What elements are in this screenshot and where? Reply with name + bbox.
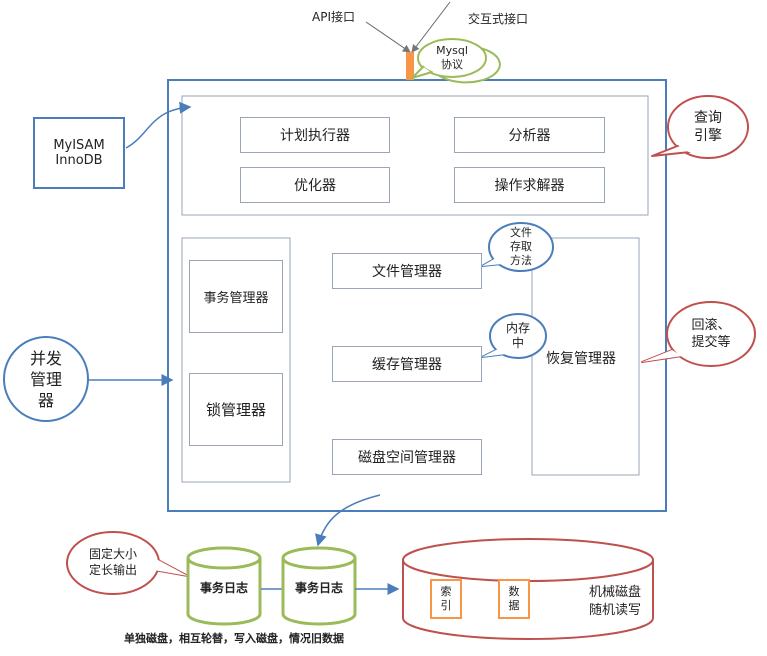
interactive-line xyxy=(411,1,451,53)
data-box xyxy=(498,579,530,619)
index-box xyxy=(430,579,462,619)
query-engine-panel xyxy=(181,95,649,216)
rollback-bubble-text: 回滚、 提交等 xyxy=(691,318,731,350)
transaction-log-cylinder-2 xyxy=(281,546,357,626)
query-engine-bubble-text: 查询 引擎 xyxy=(694,110,722,144)
disk-label: 机械磁盘 随机读写 xyxy=(588,585,641,618)
memory-bubble-text: 内存 中 xyxy=(505,321,530,350)
storage-engines-text: MyISAM InnoDB xyxy=(53,138,105,168)
file-access-bubble xyxy=(488,222,554,272)
protocol-bubble-text: Mysql 协议 xyxy=(436,44,468,71)
planner-box: 计划执行器 xyxy=(240,117,390,153)
concurrency-circle xyxy=(3,336,89,422)
recovery-manager-label: 恢复管理器 xyxy=(546,351,616,367)
storage-engines-box: MyISAM InnoDB xyxy=(33,117,125,189)
tx-manager-box: 事务管理器 xyxy=(189,260,283,333)
api-interface-label: API接口 xyxy=(312,10,355,24)
server-frame xyxy=(167,79,667,512)
transaction-log-cylinder-1 xyxy=(186,546,262,626)
rollback-bubble xyxy=(666,301,756,367)
file-manager-box: 文件管理器 xyxy=(332,253,482,289)
protocol-pipe xyxy=(406,52,414,80)
frame-to-log-arrow xyxy=(315,494,381,547)
concurrency-panel xyxy=(181,237,291,483)
interactive-interface-label: 交互式接口 xyxy=(468,12,529,26)
cache-manager-box: 缓存管理器 xyxy=(332,346,482,382)
lock-manager-box: 锁管理器 xyxy=(189,373,283,446)
concurrency-circle-text: 并发 管理 器 xyxy=(29,348,62,410)
op-solver-box: 操作求解器 xyxy=(454,167,605,203)
fixed-size-bubble-text: 固定大小 定长输出 xyxy=(88,547,137,577)
tx-log-1-label: 事务日志 xyxy=(199,581,248,595)
optimizer-box: 优化器 xyxy=(240,167,390,203)
recovery-box xyxy=(531,237,640,476)
analyzer-box: 分析器 xyxy=(454,117,605,153)
api-line xyxy=(365,21,411,53)
memory-bubble xyxy=(489,313,547,359)
tx-log-2-label: 事务日志 xyxy=(294,581,343,595)
disk-space-manager-box: 磁盘空间管理器 xyxy=(332,439,482,475)
log-note: 单独磁盘，相互轮替，写入磁盘，情况旧数据 xyxy=(124,632,344,645)
index-label: 索 引 xyxy=(440,585,452,612)
file-access-bubble-text: 文件 存取 方法 xyxy=(510,226,532,267)
engines-arrow xyxy=(125,101,192,149)
data-label: 数 据 xyxy=(508,585,520,612)
